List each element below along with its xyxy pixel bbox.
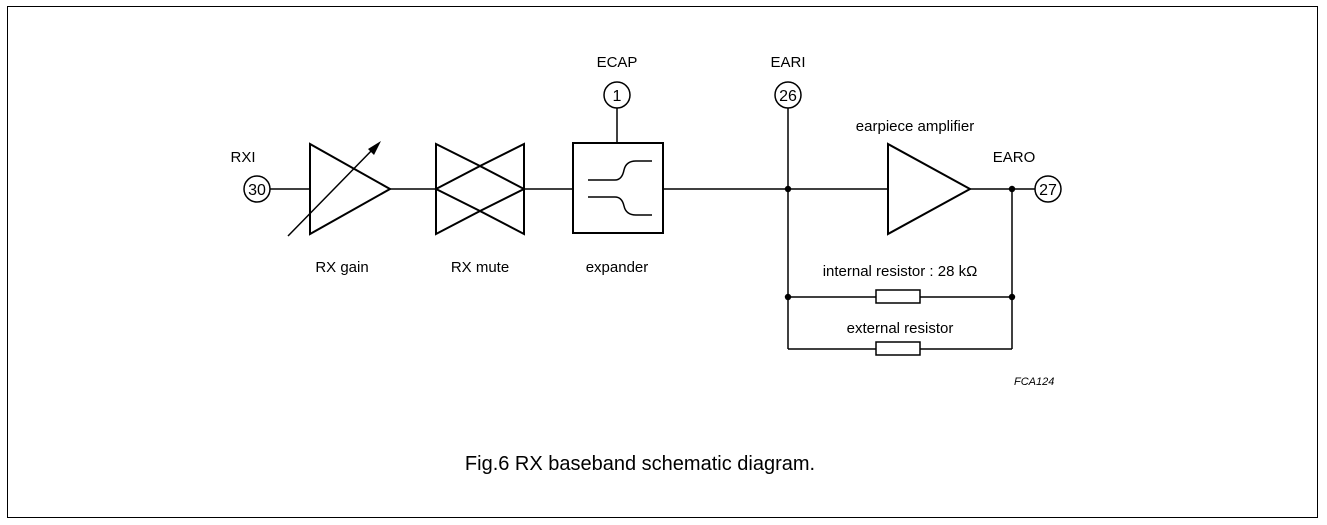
rx-mute-gate-upper-left (435, 142, 483, 191)
internal-resistor-symbol (875, 289, 921, 304)
rxi-pin-name: RXI (230, 149, 255, 166)
rx-mute-gate-upper-right (477, 142, 525, 191)
expander-label: expander (586, 259, 649, 276)
rx-mute-gate-lower-left (435, 187, 483, 236)
figure-code: FCA124 (1014, 376, 1054, 388)
earpiece-amplifier-label: earpiece amplifier (856, 118, 974, 135)
external-resistor-label: external resistor (847, 320, 954, 337)
node-eari-main (784, 185, 792, 193)
rx-gain-variable-arrow (287, 144, 378, 237)
external-resistor-symbol (875, 341, 921, 356)
eari-pin-name: EARI (770, 54, 805, 71)
figure-frame (7, 6, 1318, 518)
rx-mute-label: RX mute (451, 259, 509, 276)
earo-pin-name: EARO (993, 149, 1036, 166)
expander-curve-upper (588, 160, 652, 181)
internal-resistor-label: internal resistor : 28 kΩ (823, 263, 978, 280)
ecap-pin-number: 1 (613, 88, 622, 105)
earo-pin-circle (1034, 175, 1062, 203)
figure-caption: Fig.6 RX baseband schematic diagram. (465, 453, 815, 475)
earpiece-amplifier-symbol (887, 142, 973, 236)
earo-pin-number: 27 (1039, 182, 1057, 199)
expander-block (572, 142, 664, 234)
eari-pin-number: 26 (779, 88, 797, 105)
rx-gain-arrowhead (368, 141, 381, 155)
expander-curve-lower (588, 196, 652, 216)
rx-mute-gate-lower-right (477, 187, 525, 236)
rx-gain-amplifier-symbol (309, 142, 393, 236)
rxi-pin-number: 30 (248, 182, 266, 199)
rx-gain-label: RX gain (315, 259, 368, 276)
ecap-pin-name: ECAP (597, 54, 638, 71)
